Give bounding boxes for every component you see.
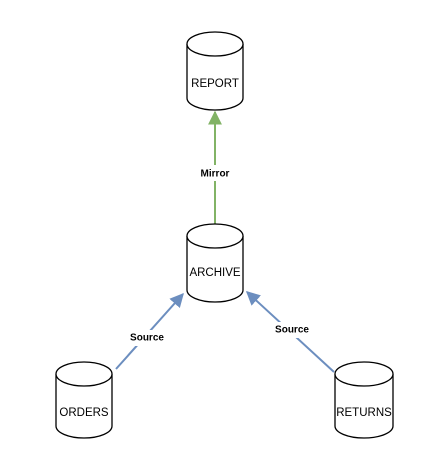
edge-mirror-label-bg [196, 165, 234, 181]
edge-source-returns-label: Source [275, 325, 309, 336]
database-icon [186, 31, 244, 111]
edge-mirror-label: Mirror [201, 169, 230, 180]
edge-source-orders[interactable]: Source [115, 292, 184, 370]
node-report-label: REPORT [191, 78, 239, 90]
node-archive-label: ARCHIVE [189, 267, 240, 279]
edge-source-orders-label: Source [130, 333, 164, 344]
database-top-rim [334, 373, 394, 387]
database-top-rim [186, 43, 244, 57]
database-top-rim [55, 373, 113, 387]
node-returns[interactable]: RETURNS [334, 361, 394, 439]
edge-source-returns[interactable]: Source [245, 291, 335, 373]
database-top-rim [186, 235, 244, 249]
database-icon [334, 361, 394, 439]
edge-mirror[interactable]: Mirror [196, 110, 234, 224]
database-icon [55, 361, 113, 439]
edge-source-returns-label-bg [271, 322, 313, 338]
node-archive[interactable]: ARCHIVE [186, 223, 244, 303]
node-orders-label: ORDERS [59, 407, 109, 419]
node-report[interactable]: REPORT [186, 31, 244, 111]
database-icon [186, 223, 244, 303]
node-orders[interactable]: ORDERS [55, 361, 113, 439]
node-returns-label: RETURNS [336, 407, 392, 419]
edge-source-orders-label-bg [126, 330, 168, 346]
